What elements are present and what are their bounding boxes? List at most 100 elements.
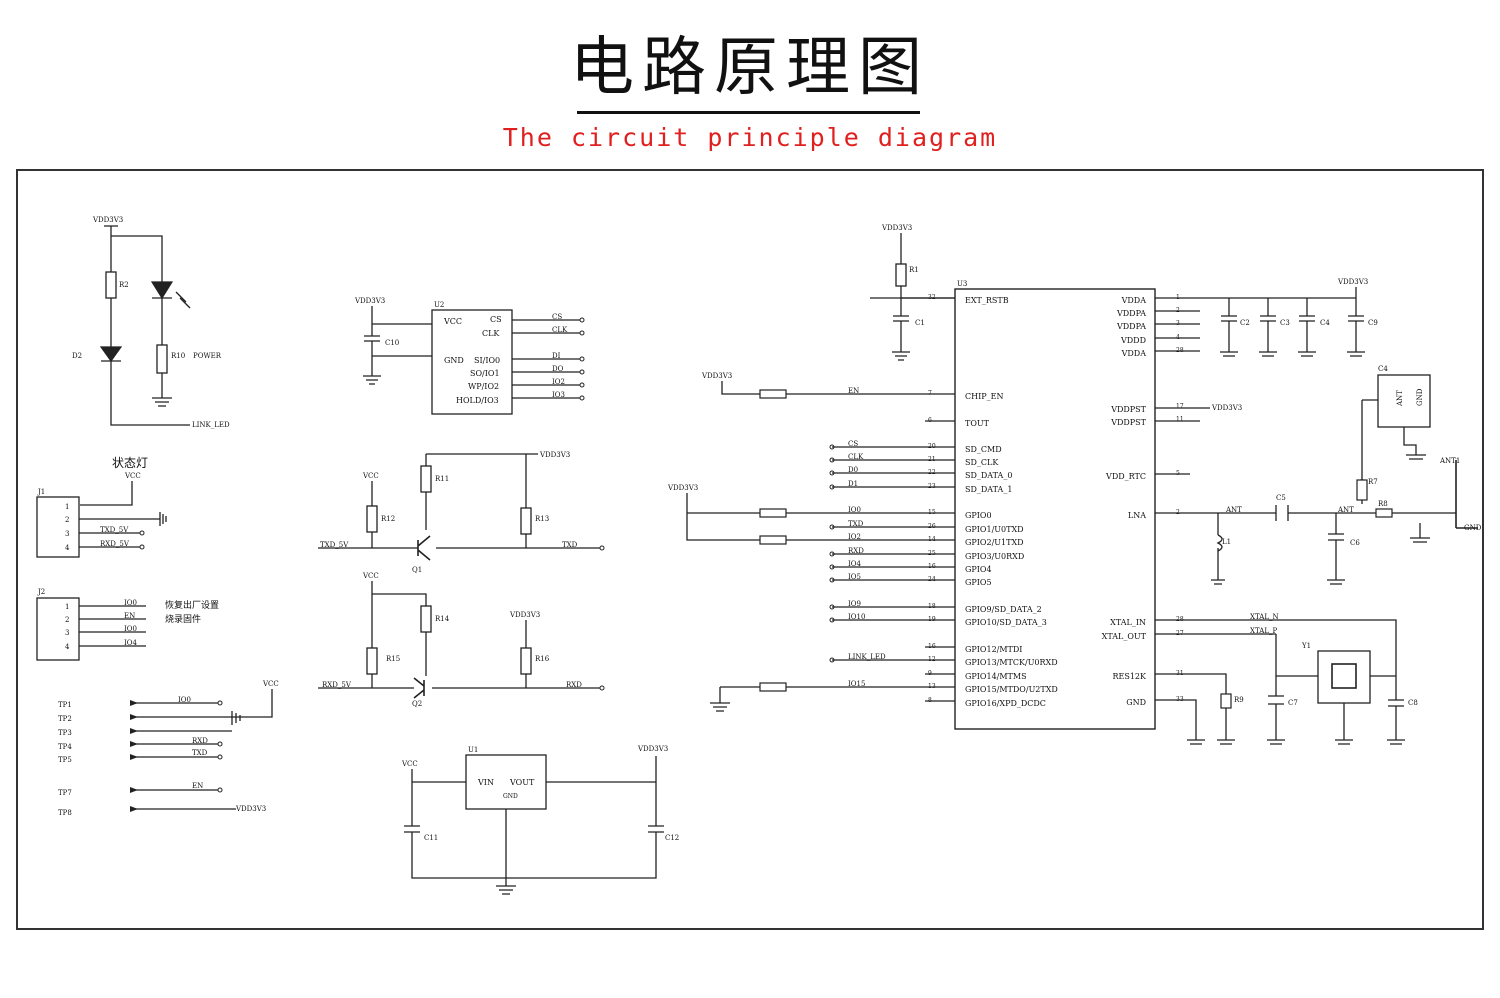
j1-pin-2: 2 <box>65 516 69 524</box>
u3-left-pin-label: GPIO1/U0TXD <box>965 525 1024 534</box>
u3-right-pin-label: VDDD <box>1120 336 1146 345</box>
net-d0: D0 <box>848 466 858 474</box>
r11-label: R11 <box>435 475 449 483</box>
u1-pin-gnd: GND <box>503 793 518 800</box>
u3-left-pin-label: SD_CLK <box>965 458 999 467</box>
u3-left-pin-label: GPIO2/U1TXD <box>965 538 1024 547</box>
c11-label: C11 <box>424 834 438 842</box>
c4-label: C4 <box>1320 319 1330 327</box>
r2-label: R2 <box>119 281 129 289</box>
tp4-label: TP4 <box>58 743 72 751</box>
r8-label: R8 <box>1378 500 1388 508</box>
u3-left-pin-label: GPIO4 <box>965 565 992 574</box>
resistor-r10 <box>156 344 168 374</box>
q1-vcc-label: VCC <box>362 472 379 480</box>
u2-pin-so: SO/IO1 <box>470 369 500 378</box>
u2-pin-si: SI/IO0 <box>474 356 500 365</box>
net-io10: IO10 <box>848 613 865 621</box>
chip-u3-main <box>954 288 1156 730</box>
j2-net-4: IO4 <box>124 639 138 647</box>
u3-right-pin-label: LNA <box>1128 511 1146 520</box>
crystal-y1 <box>1317 650 1371 704</box>
u3-left-pin-label: GPIO14/MTMS <box>965 672 1027 681</box>
y1-label: Y1 <box>1301 642 1311 650</box>
connector-j2 <box>36 597 80 661</box>
net-txd: TXD <box>848 520 864 528</box>
u3-left-pin-label: GPIO3/U0RXD <box>965 552 1024 561</box>
resistor-r16 <box>520 647 532 675</box>
u3-left-pin-label: GPIO13/MTCK/U0RXD <box>965 658 1058 667</box>
j1-net-txd5v: TXD_5V <box>100 526 129 534</box>
main-chip-section: VDD3V3 R1 C1 U3 EXT_RSTB32CHIP_EN7TOUT6S… <box>667 224 1482 745</box>
vddpst-vdd-label: VDD3V3 <box>1211 404 1242 412</box>
u2-net-io3: IO3 <box>552 391 565 399</box>
j1-pin-1: 1 <box>65 503 69 511</box>
c7-label: C7 <box>1288 699 1298 707</box>
schematic-frame <box>16 169 1484 930</box>
u3-left-pin-label: CHIP_EN <box>965 392 1003 401</box>
c1-label: C1 <box>915 319 925 327</box>
u3-right-pin-label: VDDA <box>1121 349 1147 358</box>
u3-right-pin-label: VDD_RTC <box>1105 472 1146 481</box>
u2-pin-clk: CLK <box>482 329 500 338</box>
ant-net-label-2: ANT <box>1337 506 1354 514</box>
j2-label: J2 <box>37 588 45 596</box>
ant-net-label-1: ANT <box>1225 506 1242 514</box>
j2-net-3: IO0 <box>124 625 137 633</box>
u3-right-pin-label: XTAL_IN <box>1110 618 1146 627</box>
u2-pin-hold: HOLD/IO3 <box>456 396 499 405</box>
u2-pin-vcc: VCC <box>443 317 462 326</box>
j2-section: J2 1 2 3 4 IO0 EN IO0 IO4 恢复出厂设置 烧录固件 <box>36 588 219 661</box>
j1-pin-3: 3 <box>65 530 69 538</box>
r16-label: R16 <box>535 655 550 663</box>
tp2-label: TP2 <box>58 715 72 723</box>
u2-pin-wp: WP/IO2 <box>468 382 499 391</box>
resistor-r13 <box>520 507 532 535</box>
resistor-r14 <box>420 605 432 633</box>
j1-section: 状态灯 VCC J1 1 2 3 4 TXD_5V RXD_5V <box>36 456 167 558</box>
j2-note-1: 恢复出厂设置 <box>165 599 219 611</box>
net-rxd: RXD <box>848 547 864 555</box>
q2-label: Q2 <box>412 700 422 708</box>
tp8-label: TP8 <box>58 809 72 817</box>
q2-section: VCC R14 R15 VDD3V3 R16 RXD_5V RXD Q2 <box>318 572 605 708</box>
net-io15: IO15 <box>848 680 865 688</box>
en-net-label: EN <box>848 387 859 395</box>
ant-connector-label: C4 <box>1378 365 1388 373</box>
led-section: VDD3V3 R2 D2 R10 POWER LINK_LED <box>72 216 230 429</box>
resistor-r15 <box>366 647 378 675</box>
u2-label: U2 <box>434 301 444 309</box>
ldo-vdd-label: VDD3V3 <box>637 745 668 753</box>
r15-label: R15 <box>386 655 400 663</box>
u3-left-pin-label: EXT_RSTB <box>965 296 1009 305</box>
ant-connector-ant: ANT <box>1396 390 1404 407</box>
net-io4: IO4 <box>848 560 862 568</box>
net-io5: IO5 <box>848 573 861 581</box>
u3-left-pin-label: GPIO16/XPD_DCDC <box>965 699 1046 708</box>
resistor-r12 <box>366 505 378 533</box>
net-d1: D1 <box>848 480 858 488</box>
u3-right-pin-label: RES12K <box>1113 672 1148 681</box>
u3-right-pin-label: VDDPA <box>1116 309 1146 318</box>
u3-label: U3 <box>957 280 967 288</box>
j2-pin-3: 3 <box>65 629 69 637</box>
j2-pin-2: 2 <box>65 616 69 624</box>
rxd5v-net-q2: RXD_5V <box>322 681 352 689</box>
tp-vcc-label: VCC <box>262 680 279 688</box>
tp3-label: TP3 <box>58 729 72 737</box>
u3-right-pin-label: VDDPST <box>1110 418 1146 427</box>
u1-pin-vin: VIN <box>477 778 494 787</box>
u3-left-pin-label: SD_DATA_0 <box>965 471 1012 480</box>
status-led-label: 状态灯 <box>112 456 148 470</box>
net-clk: CLK <box>848 453 864 461</box>
en-vdd-label: VDD3V3 <box>701 372 732 380</box>
r9-label: R9 <box>1234 696 1244 704</box>
link-led-net-label: LINK_LED <box>192 421 230 429</box>
u2-net-io2: IO2 <box>552 378 565 386</box>
u3-left-pin-label: SD_CMD <box>965 445 1002 454</box>
u2-net-do: DO <box>552 365 564 373</box>
tp-net-rxd: RXD <box>192 737 208 745</box>
chip-u2-flash <box>431 309 513 415</box>
u2-net-di: DI <box>552 352 561 360</box>
